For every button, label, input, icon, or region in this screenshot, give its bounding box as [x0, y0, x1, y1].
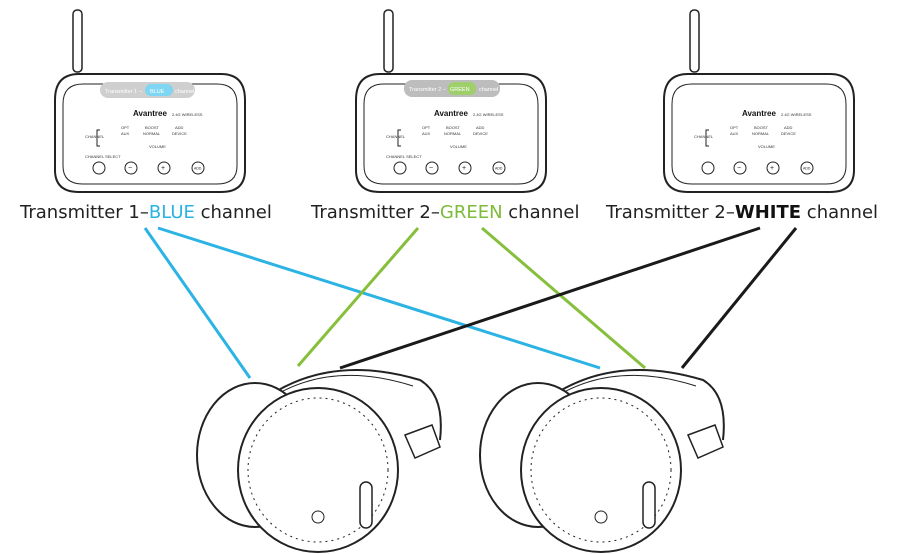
volume-up-button[interactable] [766, 161, 780, 175]
caption-suffix: channel [801, 202, 879, 223]
label-boost: BOOST [145, 125, 160, 130]
antenna-icon [689, 9, 700, 73]
pill-suffix: channel [175, 89, 194, 95]
connection-line-green [296, 227, 420, 367]
channel-pill-highlight [145, 84, 173, 96]
connection-line-blue [157, 226, 601, 370]
label-boost: BOOST [754, 125, 769, 130]
minus-icon: − [128, 165, 132, 172]
label-boost: BOOST [446, 125, 461, 130]
pill-highlight: GREEN [450, 87, 470, 93]
label-opt: OPT [121, 125, 130, 130]
volume-down-button[interactable] [124, 161, 138, 175]
plus-icon: + [462, 165, 466, 172]
brand-logo: Avantree [742, 109, 776, 118]
label-channel: CHANNEL [386, 134, 406, 139]
caption-highlight: WHITE [734, 202, 802, 223]
label-channel-select: CHANNEL SELECT [386, 154, 422, 159]
transmitter-2: Transmitter 2 – GREEN channel Avantree 2… [355, 9, 547, 193]
volume-up-button[interactable] [458, 161, 472, 175]
volume-down-button[interactable] [733, 161, 747, 175]
caption-highlight: GREEN [439, 202, 503, 223]
pill-prefix: Transmitter 1 – [105, 89, 143, 95]
add-device-button[interactable] [191, 161, 205, 175]
caption-suffix: channel [502, 202, 580, 223]
connection-line-green [481, 226, 646, 370]
label-aux: AUX [121, 131, 130, 136]
label-channel: CHANNEL [85, 134, 105, 139]
transmitter-3: Avantree 2.4G WIRELESS CHANNEL OPT AUX B… [663, 9, 855, 193]
add-button-label: ADD [803, 167, 811, 171]
caption-highlight: BLUE [148, 202, 195, 223]
brand-sub: 2.4G WIRELESS [172, 112, 203, 117]
volume-up-button[interactable] [157, 161, 171, 175]
label-device: DEVICE [473, 131, 488, 136]
channel-select-button[interactable] [393, 161, 407, 175]
minus-icon: − [429, 165, 433, 172]
headphone-1 [196, 369, 442, 553]
label-channel-select: CHANNEL SELECT [85, 154, 121, 159]
label-aux: AUX [730, 131, 739, 136]
power-button[interactable] [594, 510, 608, 524]
channel-pill-highlight [448, 82, 476, 95]
brand-sub: 2.4G WIRELESS [473, 112, 504, 117]
plus-icon: + [161, 165, 165, 172]
caption-prefix: Transmitter 1– [20, 202, 149, 223]
label-volume: VOLUME [450, 144, 467, 149]
caption-prefix: Transmitter 2– [606, 202, 735, 223]
ear-cup [237, 387, 399, 553]
brand-logo: Avantree [434, 109, 468, 118]
label-device: DEVICE [781, 131, 796, 136]
transmitter-1: Transmitter 1 – BLUE channel Avantree 2.… [54, 9, 246, 193]
caption-transmitter-2: Transmitter 2–GREEN channel [311, 202, 580, 223]
label-device: DEVICE [172, 131, 187, 136]
volume-down-button[interactable] [425, 161, 439, 175]
minus-icon: − [737, 165, 741, 172]
add-device-button[interactable] [492, 161, 506, 175]
channel-select-button[interactable] [701, 161, 715, 175]
label-normal: NORMAL [444, 131, 462, 136]
label-normal: NORMAL [143, 131, 161, 136]
label-volume: VOLUME [758, 144, 775, 149]
label-aux: AUX [422, 131, 431, 136]
label-normal: NORMAL [752, 131, 770, 136]
pill-prefix: Transmitter 2 – [409, 87, 447, 93]
add-button-label: ADD [194, 167, 202, 171]
plus-icon: + [770, 165, 774, 172]
label-add: ADD [784, 125, 793, 130]
add-button-label: ADD [495, 167, 503, 171]
antenna-icon [383, 9, 394, 73]
connection-line-blue [143, 227, 252, 379]
power-button[interactable] [311, 510, 325, 524]
antenna-icon [72, 9, 83, 73]
volume-rocker[interactable] [642, 481, 656, 529]
headphone-2 [479, 369, 725, 553]
caption-transmitter-3: Transmitter 2–WHITE channel [606, 202, 878, 223]
label-add: ADD [175, 125, 184, 130]
connection-line-black [680, 227, 798, 369]
caption-suffix: channel [194, 202, 272, 223]
brand-logo: Avantree [133, 109, 167, 118]
label-volume: VOLUME [149, 144, 166, 149]
connection-line-black [339, 226, 761, 370]
label-opt: OPT [730, 125, 739, 130]
pill-suffix: channel [479, 87, 498, 93]
pill-highlight: BLUE [150, 89, 165, 95]
label-opt: OPT [422, 125, 431, 130]
brand-sub: 2.4G WIRELESS [781, 112, 812, 117]
caption-transmitter-1: Transmitter 1–BLUE channel [20, 202, 272, 223]
ear-cup [520, 387, 682, 553]
channel-select-button[interactable] [92, 161, 106, 175]
add-device-button[interactable] [800, 161, 814, 175]
volume-rocker[interactable] [359, 481, 373, 529]
caption-prefix: Transmitter 2– [311, 202, 440, 223]
label-add: ADD [476, 125, 485, 130]
label-channel: CHANNEL [694, 134, 714, 139]
